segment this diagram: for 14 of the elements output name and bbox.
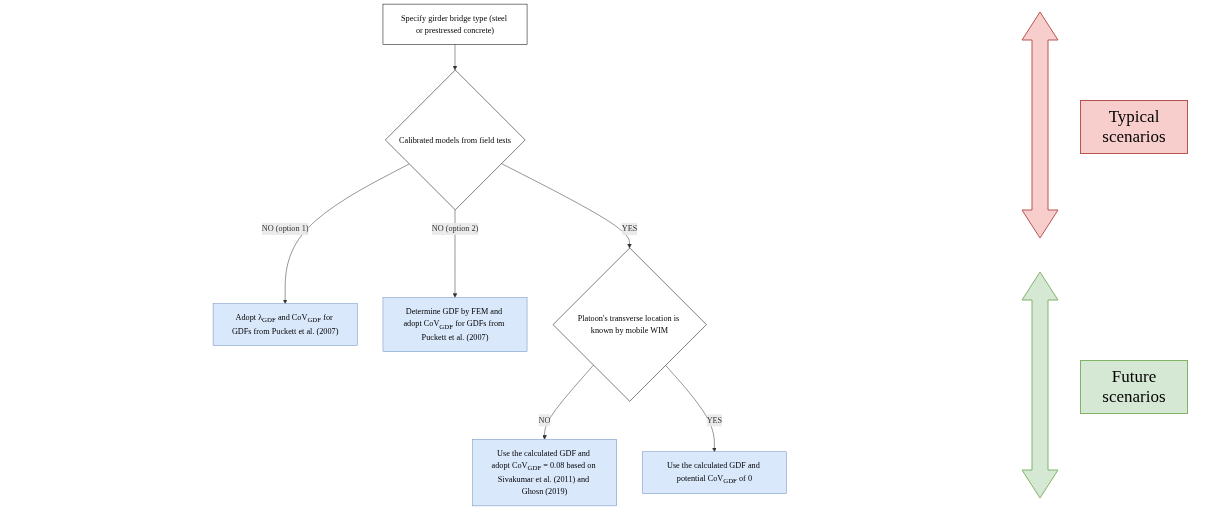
edge-label: NO (option 1) (262, 224, 309, 234)
node-box: Adopt λ$_{GDF}$ and CoV$_{GDF}$ for GDFs from Puckett et al. (2007) (213, 303, 358, 346)
node-diamond: Platoon's transverse location is known by mobile WIM (553, 247, 707, 402)
scenario-label: Typical scenarios (1080, 100, 1188, 154)
node-diamond: Calibrated models from field tests (385, 69, 526, 211)
node-box: Use the calculated GDF and potential CoV$_{GDF}$ of 0 (642, 451, 787, 494)
edge-label: YES (706, 415, 723, 425)
node-box: Determine GDF by FEM and adopt CoV$_{GDF}$ for GDFs from Puckett et al. (2007) (382, 297, 528, 352)
edge-label: NO (538, 415, 551, 425)
node-box: Specify girder bridge type (steel or prestressed concrete) (382, 3, 528, 45)
edge-label: YES (621, 224, 638, 234)
scenario-label: Future scenarios (1080, 360, 1188, 414)
node-box: Use the calculated GDF and adopt CoV$_{GDF}$ = 0.08 based on Sivakumar et al. (2011) and Ghosn (2019) (472, 439, 618, 507)
edge-label: NO (option 2) (431, 224, 479, 234)
